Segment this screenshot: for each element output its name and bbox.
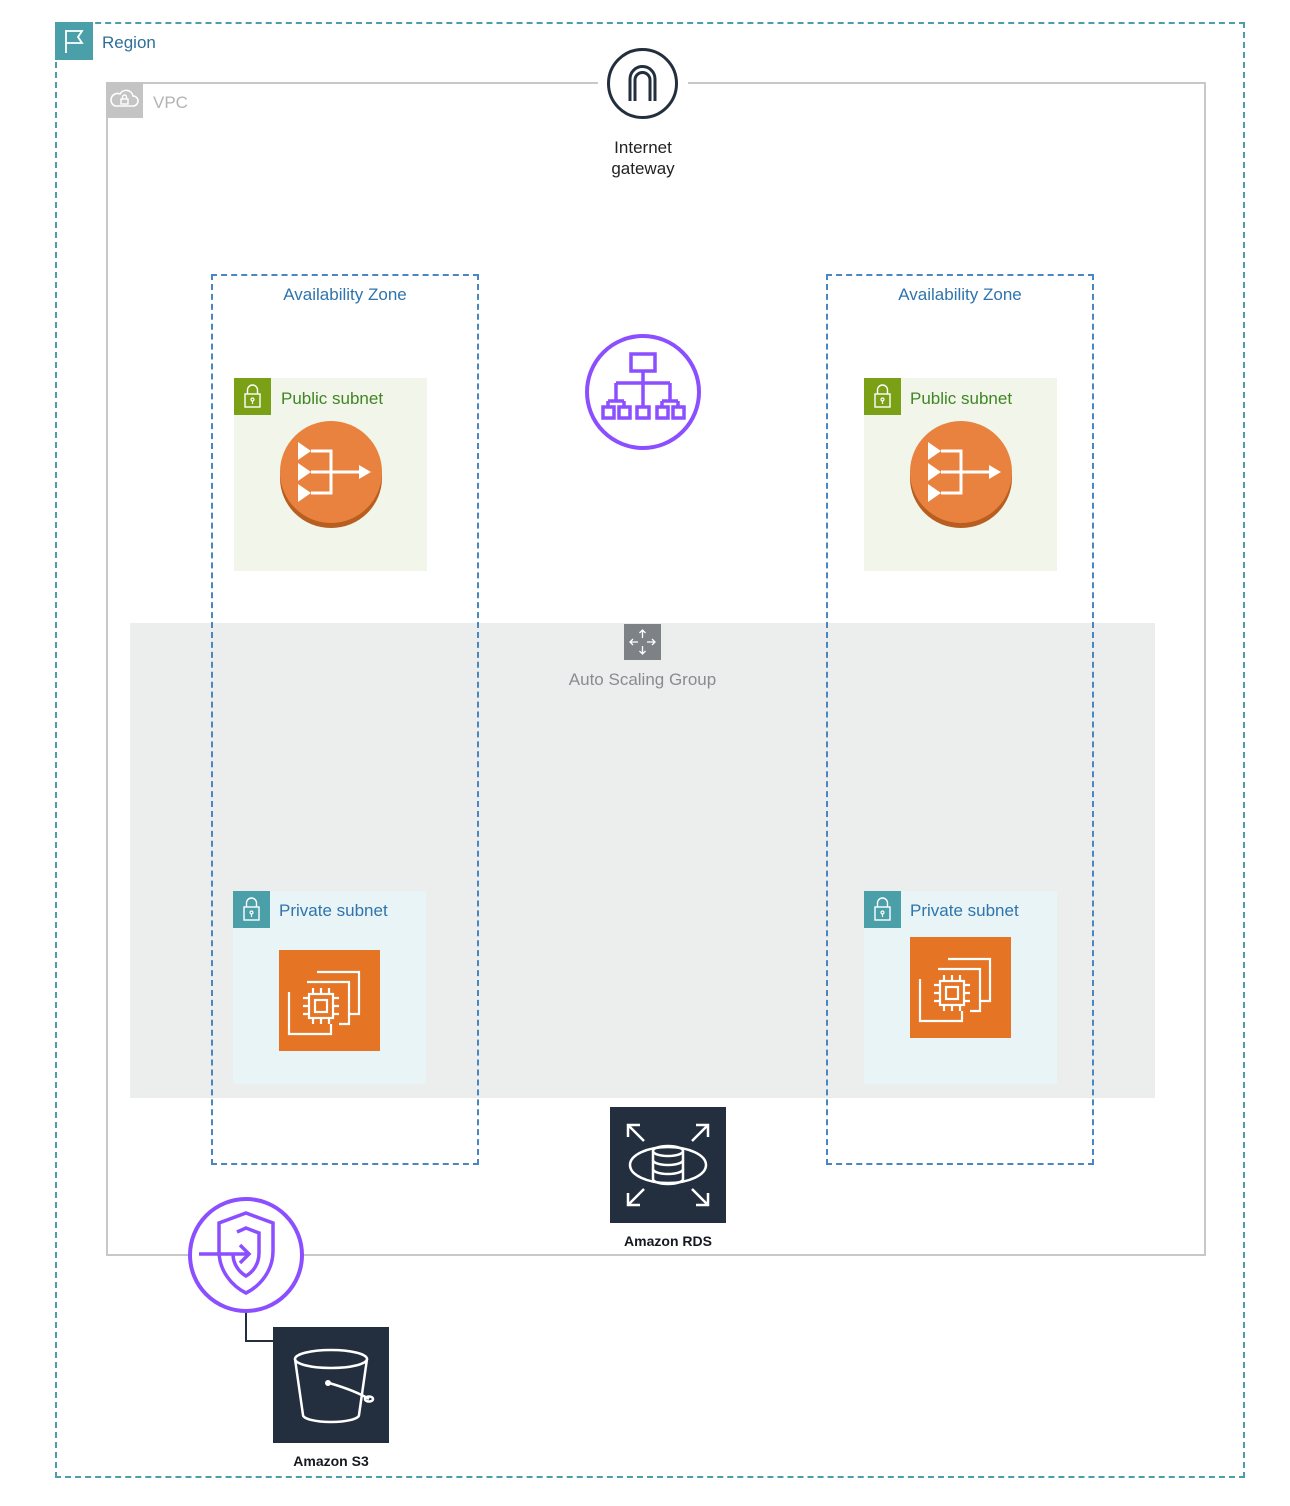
internet-gateway-label-line2: gateway: [611, 159, 675, 178]
amazon-s3-icon: [273, 1327, 389, 1443]
private-subnet-2-label: Private subnet: [910, 901, 1019, 920]
lock-icon: [233, 891, 270, 928]
ec2-instances-icon: [279, 950, 380, 1051]
lock-icon: [864, 891, 901, 928]
availability-zone-1-label: Availability Zone: [283, 285, 407, 304]
lock-icon: [234, 378, 271, 415]
flag-icon: [55, 22, 93, 60]
availability-zone-2-label: Availability Zone: [898, 285, 1022, 304]
nat-gateway-icon: [909, 421, 1013, 529]
vpc-endpoint-icon: [187, 1196, 305, 1314]
auto-scaling-icon: [624, 624, 661, 660]
internet-gateway-label: Internet gateway: [582, 137, 704, 179]
amazon-rds-label: Amazon RDS: [624, 1233, 712, 1249]
region-label: Region: [102, 33, 156, 52]
public-subnet-2-label: Public subnet: [910, 389, 1013, 408]
application-load-balancer-icon: [584, 333, 702, 451]
private-subnet-1-label: Private subnet: [279, 901, 388, 920]
lock-icon: [864, 378, 901, 415]
internet-gateway-icon: [606, 47, 679, 120]
amazon-s3-label: Amazon S3: [293, 1453, 369, 1469]
amazon-rds-icon: [610, 1107, 726, 1223]
connector-line: [244, 1308, 276, 1344]
cloud-lock-icon: [106, 82, 143, 118]
public-subnet-1-label: Public subnet: [281, 389, 384, 408]
internet-gateway-label-line1: Internet: [614, 138, 672, 157]
vpc-label: VPC: [153, 93, 188, 112]
nat-gateway-icon: [279, 421, 383, 529]
availability-zone-2: [826, 274, 1094, 1165]
ec2-instances-icon: [910, 937, 1011, 1038]
auto-scaling-group-label: Auto Scaling Group: [568, 670, 717, 689]
region-boundary: [55, 22, 1245, 1478]
availability-zone-1: [211, 274, 479, 1165]
